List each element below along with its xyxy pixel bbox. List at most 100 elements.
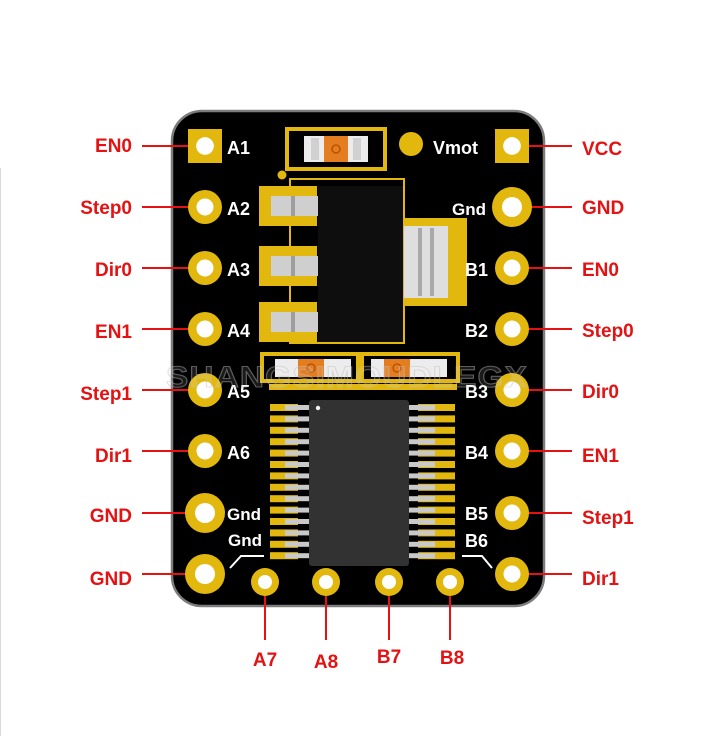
ic-pin-pad: [418, 426, 455, 434]
right-label-dir1: Dir1: [582, 569, 619, 590]
ic-pin: [285, 473, 309, 479]
watermark-text: SHANGSIMOUDLEGX: [166, 361, 528, 394]
ic-pins: [270, 404, 455, 560]
ic-pin: [285, 541, 309, 547]
ic-pin: [285, 450, 309, 456]
ic-pin-pad: [270, 426, 298, 434]
bottom-label-a8: A8: [314, 652, 338, 673]
silk-b3: B3: [465, 382, 488, 402]
ic-pin: [409, 553, 435, 559]
bottom-pads: [251, 568, 464, 640]
ic-pin-pad: [418, 495, 455, 503]
left-label-gnd2: GND: [90, 569, 132, 590]
ic-pin-pad: [270, 540, 298, 548]
ic-pin: [409, 507, 435, 513]
silk-a4: A4: [227, 321, 250, 341]
silk-gnd-corner: Gnd: [228, 531, 262, 550]
ic-pin: [409, 530, 435, 536]
left-pin-labels: EN0 Step0 Dir0 EN1 Step1 Dir1 GND GND: [80, 136, 132, 590]
silk-a5: A5: [227, 382, 250, 402]
ic-pin-pad: [270, 404, 298, 411]
ic-pin-pad: [270, 449, 298, 457]
silkscreen-right: Vmot Gnd B1 B2 B3 B4 B5 B6: [433, 138, 493, 569]
right-label-step1: Step1: [582, 508, 634, 529]
ic-pin-pad: [418, 404, 455, 411]
ic-pin: [285, 405, 309, 410]
ic-pin: [285, 519, 309, 524]
ic-pin: [285, 427, 309, 433]
silk-b6: B6: [465, 531, 488, 551]
regulator-chip: [318, 186, 403, 342]
ic-pin: [409, 519, 435, 524]
ic-pin-pad: [270, 552, 298, 560]
silk-a1: A1: [227, 138, 250, 158]
left-pads: [142, 129, 225, 594]
ic-pin: [285, 553, 309, 559]
silk-gnd-left: Gnd: [227, 505, 261, 524]
silk-vmot: Vmot: [433, 138, 478, 158]
silk-a2: A2: [227, 199, 250, 219]
right-label-step0: Step0: [582, 321, 634, 342]
components: [259, 127, 467, 566]
ic-pin: [409, 462, 435, 467]
ic-pin-pad: [418, 449, 455, 457]
ic-pin-pad: [418, 529, 455, 537]
right-label-en1: EN1: [582, 446, 619, 467]
ic-pin-pad: [418, 461, 455, 468]
ic-pin-pad: [418, 483, 455, 491]
bottom-label-a7: A7: [253, 650, 277, 671]
ic-pin: [285, 439, 309, 445]
ic-pin: [285, 507, 309, 513]
driver-ic: [309, 400, 409, 566]
ic-pin: [409, 439, 435, 445]
ic-pin: [409, 405, 435, 410]
ic-pin-pad: [270, 415, 298, 423]
ic-pin-pad: [270, 518, 298, 525]
left-label-dir0: Dir0: [95, 260, 132, 281]
ic-pin-pad: [418, 506, 455, 514]
ic-pin-pad: [418, 552, 455, 560]
right-pin-labels: VCC GND EN0 Step0 Dir0 EN1 Step1 Dir1: [582, 139, 634, 590]
ic-pin-pad: [418, 438, 455, 446]
ic-pin-pad: [418, 540, 455, 548]
ic-pin-pad: [418, 415, 455, 423]
test-point: [399, 132, 423, 156]
bottom-label-b8: B8: [440, 648, 464, 669]
silk-gnd-right: Gnd: [452, 200, 486, 219]
pin1-marker: [277, 170, 287, 180]
silk-a3: A3: [227, 260, 250, 280]
ic-pin-pad: [270, 461, 298, 468]
right-label-gnd: GND: [582, 198, 624, 219]
ic-pin: [409, 496, 435, 502]
left-label-gnd1: GND: [90, 506, 132, 527]
left-label-en0: EN0: [95, 136, 132, 157]
ic-pin: [285, 530, 309, 536]
ic-pin-pad: [418, 472, 455, 480]
bottom-label-b7: B7: [377, 647, 401, 668]
silk-b1: B1: [465, 260, 488, 280]
ic-pin: [285, 496, 309, 502]
ic-pin: [285, 416, 309, 422]
ic-pin-pad: [270, 529, 298, 537]
silk-b4: B4: [465, 443, 488, 463]
left-label-step0: Step0: [80, 198, 132, 219]
silkscreen-left: A1 A2 A3 A4 A5 A6 Gnd Gnd: [227, 138, 264, 569]
ic-pin-pad: [270, 495, 298, 503]
ic-pin: [409, 541, 435, 547]
ic-pin: [409, 450, 435, 456]
ic-pin-pad: [270, 472, 298, 480]
left-label-dir1: Dir1: [95, 446, 132, 467]
bottom-pin-labels: A7 A8 B7 B8: [253, 647, 464, 673]
ic-pin: [409, 427, 435, 433]
page-edge-line: [0, 168, 1, 736]
right-pads: [492, 129, 572, 591]
right-label-dir0: Dir0: [582, 382, 619, 403]
silk-b2: B2: [465, 321, 488, 341]
right-label-vcc: VCC: [582, 139, 622, 160]
silk-b5: B5: [465, 504, 488, 524]
ic-pin-pad: [270, 506, 298, 514]
ic-pin-pad: [270, 483, 298, 491]
left-label-step1: Step1: [80, 384, 132, 405]
silk-a6: A6: [227, 443, 250, 463]
